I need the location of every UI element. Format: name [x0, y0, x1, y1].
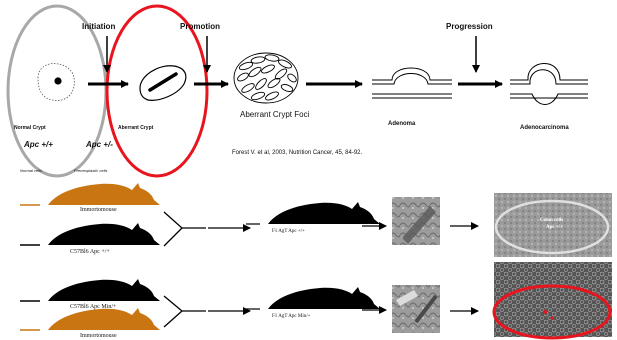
f1-mouse-silhouette-row1: [246, 202, 380, 224]
stage-label-promotion: Promotion: [180, 22, 220, 31]
note-preneoplastic-cells: Preneoplastic cells: [74, 168, 107, 173]
genotype-apc-wt: Apc +/+: [24, 140, 53, 149]
note-normal-cells: Normal cells: [20, 168, 42, 173]
aberrant-crypt-highlight: [107, 6, 207, 176]
cross-bracket-row2: [164, 296, 182, 327]
genotype-apc-het: Apc +/-: [86, 140, 113, 149]
aberrant-crypt-drawing: [140, 66, 186, 101]
normal-crypt-drawing: [38, 64, 74, 101]
row1-parent-top-label: Immortomouse: [80, 207, 117, 213]
label-aberrant-crypt: Aberrant Crypt: [118, 125, 153, 131]
c57bl6-silhouette-row1: [20, 223, 160, 245]
citation: Forest V. et al, 2003, Nutrition Cancer,…: [232, 150, 362, 156]
c57bl6-min-silhouette-row2: [20, 279, 160, 301]
crypt-micrograph-row1: [392, 197, 440, 245]
cross-bracket-row1: [164, 212, 182, 246]
label-aberrant-crypt-foci: Aberrant Crypt Foci: [240, 110, 309, 119]
immortomouse-silhouette-row2: [20, 308, 160, 330]
crypt-micrograph-row2: [392, 285, 440, 333]
colon-cells-micrograph-row2: [494, 262, 612, 337]
label-adenocarcinoma: Adenocarcinoma: [520, 125, 569, 131]
row2-parent-top-label: C57Bl6 Apc Min/+: [70, 304, 116, 310]
row1-micro-label-1: Colon cells: [540, 218, 563, 223]
aberrant-crypt-foci-drawing: [234, 53, 298, 103]
row1-parent-bottom-label: C57Bl6 Apc +/+: [70, 249, 110, 255]
row2-offspring-label: F1 AgT Apc Min/+: [272, 314, 310, 319]
immortomouse-silhouette-row1: [20, 183, 160, 205]
normal-crypt-highlight: [8, 6, 106, 176]
f1-mouse-silhouette-row2: [246, 287, 380, 309]
label-normal-crypt: Normal Crypt: [14, 125, 46, 131]
label-adenoma: Adenoma: [388, 121, 415, 127]
row1-micro-label-2: Apc +/+: [546, 225, 563, 230]
adenocarcinoma-drawing: [510, 63, 588, 104]
row1-offspring-label: F1 AgT Apc +/+: [272, 229, 305, 234]
row2-parent-bottom-label: Immortomouse: [80, 333, 117, 339]
stage-label-progression: Progression: [446, 22, 493, 31]
stage-label-initiation: Initiation: [82, 22, 115, 31]
adenoma-drawing: [372, 68, 452, 98]
